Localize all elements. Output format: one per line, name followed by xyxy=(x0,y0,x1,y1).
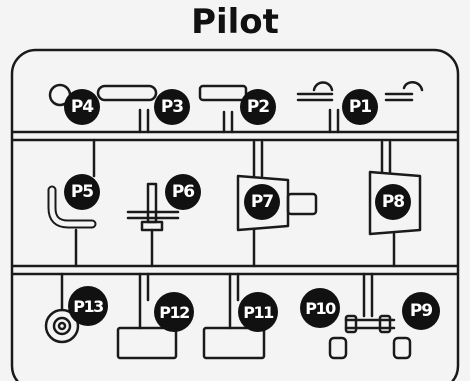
part-p10-shape xyxy=(328,336,348,360)
part-p6-shape xyxy=(126,210,180,220)
part-label-p11: P11 xyxy=(238,292,278,332)
part-label-p4: P4 xyxy=(64,89,100,125)
part-label-p2: P2 xyxy=(240,89,276,125)
part-p12-shape xyxy=(116,326,178,360)
part-label-p7: P7 xyxy=(244,184,280,220)
sprue-title: Pilot xyxy=(191,2,279,42)
part-label-p13: P13 xyxy=(68,286,108,326)
part-p8-shape xyxy=(368,170,422,236)
part-p3-shape xyxy=(96,84,158,102)
sprue-outer-frame xyxy=(10,48,460,381)
part-label-p3: P3 xyxy=(154,89,190,125)
part-label-p9: P9 xyxy=(402,292,440,330)
part-label-p1: P1 xyxy=(342,89,378,125)
part-p11-shape xyxy=(202,326,266,360)
part-p1-shape xyxy=(296,92,334,102)
part-label-p8: P8 xyxy=(375,184,411,220)
part-label-p10: P10 xyxy=(300,288,340,328)
part-label-p12: P12 xyxy=(154,292,194,332)
part-p2-shape xyxy=(198,84,248,102)
part-p9-shape xyxy=(392,336,412,360)
part-label-p5: P5 xyxy=(64,174,100,210)
part-label-p6: P6 xyxy=(165,174,201,210)
part-p7-shape xyxy=(236,174,290,232)
